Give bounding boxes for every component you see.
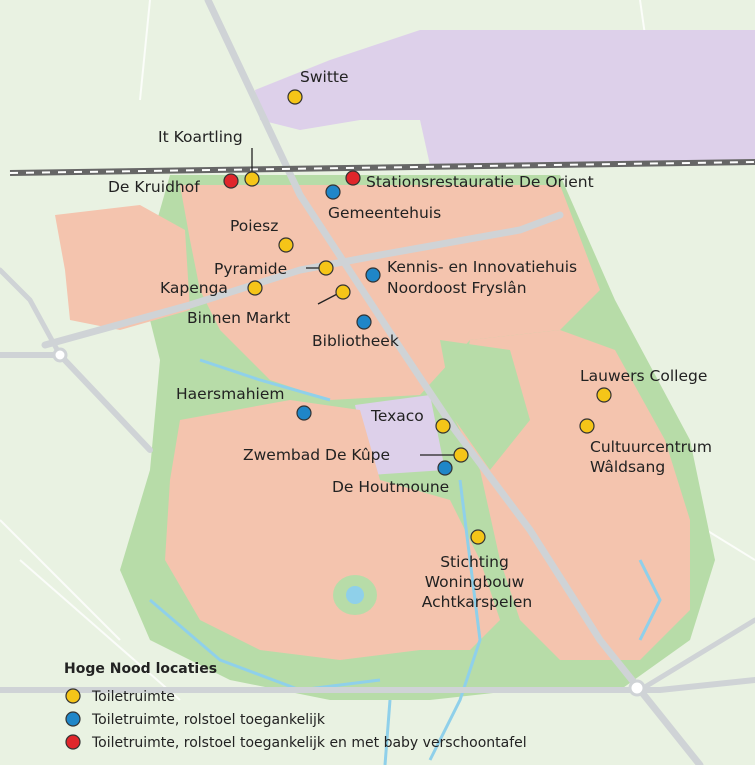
- legend-baby-icon: [65, 734, 81, 750]
- label-switte: Switte: [300, 68, 349, 86]
- legend-item-wheelchair: Toiletruimte, rolstoel toegankelijk: [91, 712, 326, 728]
- marker-toilet-icon[interactable]: [596, 387, 612, 403]
- label-bibliotheek: Bibliotheek: [312, 332, 399, 350]
- label-poiesz: Poiesz: [230, 217, 278, 235]
- roundabout-southeast: [628, 679, 646, 697]
- marker-toilet-icon[interactable]: [453, 447, 469, 463]
- labels: Switte It Koartling De Kruidhof Stations…: [108, 68, 717, 611]
- urban-south: [165, 400, 500, 660]
- legend-item-toilet: Toiletruimte: [91, 689, 175, 705]
- pond-circle: [346, 586, 364, 604]
- marker-toilet-icon[interactable]: [287, 89, 303, 105]
- marker-baby-icon[interactable]: [223, 173, 239, 189]
- marker-wheelchair-icon[interactable]: [437, 460, 453, 476]
- waterways: [149, 358, 662, 765]
- marker-wheelchair-icon[interactable]: [356, 314, 372, 330]
- label-stichting: Stichting Woningbouw Achtkarspelen: [422, 553, 532, 611]
- roundabout-west: [52, 347, 68, 363]
- legend-title: Hoge Nood locaties: [64, 661, 217, 677]
- marker-toilet-icon[interactable]: [470, 529, 486, 545]
- label-gemeentehuis: Gemeentehuis: [328, 204, 441, 222]
- label-lauwers-college: Lauwers College: [580, 367, 707, 385]
- label-stationsrestauratie: Stationsrestauratie De Orient: [366, 173, 594, 191]
- marker-toilet-icon[interactable]: [435, 418, 451, 434]
- marker-toilet-icon[interactable]: [247, 280, 263, 296]
- marker-toilet-icon[interactable]: [318, 260, 334, 276]
- label-zwembad: Zwembad De Kûpe: [243, 446, 390, 464]
- marker-wheelchair-icon[interactable]: [296, 405, 312, 421]
- label-it-koartling: It Koartling: [158, 128, 243, 146]
- marker-toilet-icon[interactable]: [244, 171, 260, 187]
- label-binnen-markt: Binnen Markt: [187, 309, 290, 327]
- label-cultuurcentrum: Cultuurcentrum Wâldsang: [590, 438, 717, 476]
- marker-toilet-icon[interactable]: [278, 237, 294, 253]
- markers: [223, 89, 612, 545]
- label-de-kruidhof: De Kruidhof: [108, 178, 200, 196]
- legend-wheelchair-icon: [65, 711, 81, 727]
- label-haersmahiem: Haersmahiem: [176, 385, 285, 403]
- industrial-north: [255, 30, 755, 165]
- marker-baby-icon[interactable]: [345, 170, 361, 186]
- legend-item-baby: Toiletruimte, rolstoel toegankelijk en m…: [91, 735, 527, 751]
- label-pyramide: Pyramide: [214, 260, 287, 278]
- label-kennis-innovatiehuis: Kennis- en Innovatiehuis Noordoost Frysl…: [387, 258, 582, 297]
- marker-toilet-icon[interactable]: [579, 418, 595, 434]
- label-kapenga: Kapenga: [160, 279, 228, 297]
- railway: [9, 159, 755, 176]
- marker-wheelchair-icon[interactable]: [325, 184, 341, 200]
- marker-toilet-icon[interactable]: [335, 284, 351, 300]
- label-texaco: Texaco: [370, 407, 424, 425]
- legend-toilet-icon: [65, 688, 81, 704]
- legend: Hoge Nood locaties Toiletruimte Toiletru…: [64, 661, 527, 751]
- label-de-houtmoune: De Houtmoune: [332, 478, 449, 496]
- urban-west: [55, 205, 190, 330]
- marker-wheelchair-icon[interactable]: [365, 267, 381, 283]
- park-center: [440, 340, 530, 470]
